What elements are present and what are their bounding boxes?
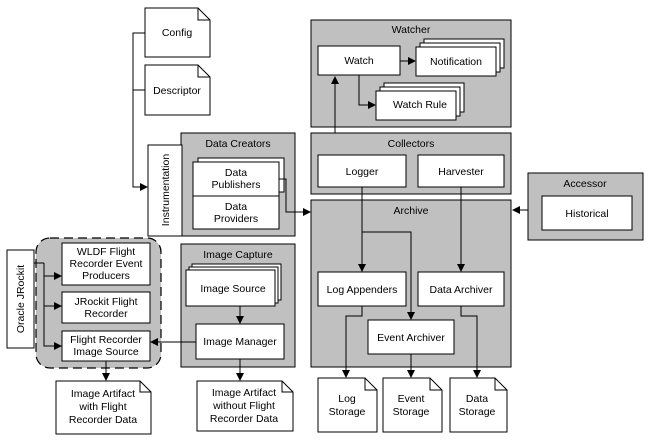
data-creators-title: Data Creators: [205, 138, 270, 150]
event-storage-label-2: Storage: [393, 406, 430, 418]
harvester-box: [417, 154, 505, 188]
event-storage-label-1: Event: [398, 393, 425, 405]
jrockit-flight-recorder-label-2: Recorder: [84, 308, 128, 320]
artifact-without-label-2: without Flight: [212, 400, 275, 412]
watch-label: Watch: [344, 55, 374, 67]
logger-label: Logger: [346, 166, 379, 178]
image-source-box: [185, 269, 276, 307]
wldf-producers-label-1: WLDF Flight: [77, 246, 135, 258]
image-capture-title: Image Capture: [203, 249, 273, 261]
wldf-producers-label-3: Producers: [82, 270, 130, 282]
artifact-with-label-3: Recorder Data: [69, 414, 137, 426]
flight-recorder-image-source-label-2: Image Source: [73, 346, 139, 358]
instrumentation-box: [147, 144, 183, 237]
descriptor-label: Descriptor: [153, 85, 201, 97]
log-appenders-to-log-storage-arrow: [342, 306, 363, 378]
event-archiver-box: [367, 319, 455, 355]
wldf-producers-box: [61, 242, 151, 286]
descriptor-document: Descriptor: [144, 64, 211, 116]
data-archiver-to-data-storage-arrow: [460, 306, 481, 378]
data-creators-group: Data Creators Instrumentation Data Publi…: [147, 132, 296, 237]
config-label: Config: [162, 27, 193, 39]
historical-label: Historical: [565, 208, 608, 220]
oracle-jrockit-box: [6, 249, 35, 349]
data-archiver-label: Data Archiver: [429, 284, 493, 296]
logger-box: [317, 154, 407, 188]
jrockit-to-recorder-image-source-arrow: [43, 306, 62, 350]
data-publishers-box: [192, 161, 280, 197]
watch-rule-label: Watch Rule: [393, 99, 447, 111]
watcher-title: Watcher: [392, 24, 431, 36]
oracle-jrockit-group: Oracle JRockit WLDF Flight Recorder Even…: [6, 237, 162, 369]
log-appenders-box: [317, 271, 407, 307]
data-providers-box: [192, 195, 280, 230]
logger-to-event-archiver-arrow: [362, 231, 415, 320]
data-creators-to-archive-arrow: [279, 178, 311, 216]
flight-recorder-image-source-label-1: Flight Recorder: [70, 334, 142, 346]
data-publishers-label-1: Data: [225, 167, 247, 179]
log-appenders-label: Log Appenders: [327, 284, 398, 296]
instrumentation-label: Instrumentation: [160, 154, 172, 227]
watcher-group: Watcher Watch Notification Watch Rule: [310, 19, 512, 128]
image-source-label: Image Source: [200, 283, 266, 295]
notification-label: Notification: [430, 56, 482, 68]
image-capture-group: Image Capture Image Source Image Manager: [180, 243, 296, 368]
config-to-instrumentation-arrow: [132, 32, 148, 191]
watch-rule-box: [375, 90, 457, 121]
harvester-label: Harvester: [438, 166, 484, 178]
data-providers-label-1: Data: [225, 201, 247, 213]
jrockit-flight-recorder-box: [61, 291, 151, 324]
connectors: [34, 32, 528, 381]
collectors-group: Collectors Logger Harvester: [310, 132, 512, 195]
oracle-jrockit-label: Oracle JRockit: [15, 265, 27, 333]
watch-to-watch-rule-arrow: [358, 75, 376, 109]
config-document: Config: [144, 7, 211, 58]
event-archiver-label: Event Archiver: [377, 332, 445, 344]
artifact-with-label-2: with Flight: [78, 401, 126, 413]
event-storage-document: Event Storage: [382, 377, 443, 433]
log-storage-label-1: Log: [338, 393, 356, 405]
artifact-with-data-document: Image Artifact with Flight Recorder Data: [55, 380, 152, 435]
jrockit-flight-recorder-label-1: JRockit Flight: [74, 296, 137, 308]
log-storage-document: Log Storage: [317, 377, 378, 433]
artifact-with-label-1: Image Artifact: [71, 388, 135, 400]
artifact-without-data-document: Image Artifact without Flight Recorder D…: [196, 380, 294, 432]
log-storage-label-2: Storage: [329, 406, 366, 418]
data-storage-document: Data Storage: [449, 377, 508, 433]
data-providers-label-2: Providers: [214, 213, 258, 225]
image-manager-label: Image Manager: [203, 336, 277, 348]
collectors-title: Collectors: [388, 138, 435, 150]
artifact-without-label-3: Recorder Data: [210, 413, 278, 425]
watch-box: [317, 45, 401, 76]
archive-title: Archive: [393, 205, 428, 217]
archive-group: Archive Log Appenders Data Archiver Even…: [310, 199, 512, 368]
data-storage-label-1: Data: [466, 393, 488, 405]
accessor-title: Accessor: [563, 178, 607, 190]
data-publishers-label-2: Publishers: [211, 179, 260, 191]
data-storage-label-2: Storage: [459, 406, 496, 418]
notification-box: [415, 46, 497, 77]
wldf-producers-label-2: Recorder Event: [70, 258, 143, 270]
accessor-group: Accessor Historical: [527, 172, 644, 241]
historical-box: [541, 195, 633, 231]
artifact-without-label-1: Image Artifact: [212, 387, 276, 399]
